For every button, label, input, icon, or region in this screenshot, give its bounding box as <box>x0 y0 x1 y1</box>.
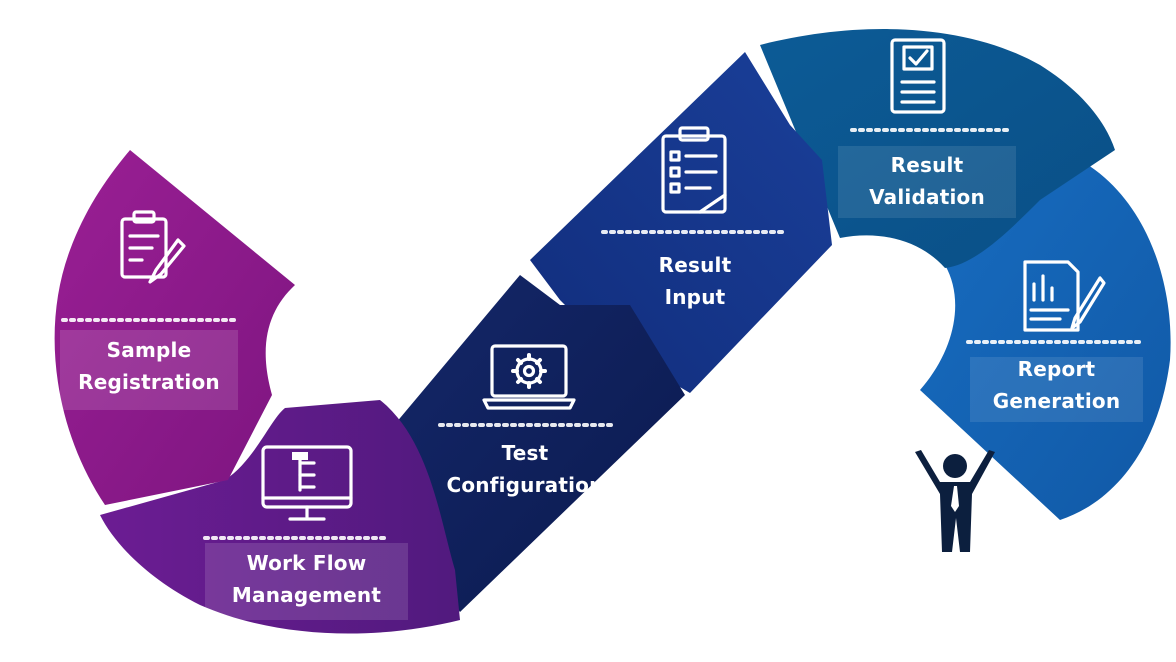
segment-result-validation <box>760 29 1115 269</box>
label-line1: Test <box>501 441 549 465</box>
label-line1: Result <box>890 153 964 177</box>
laptop-gear-icon <box>482 344 576 410</box>
report-chart-icon <box>1023 260 1106 332</box>
label-backdrop-result-validation <box>838 146 1016 218</box>
label-line2: Generation <box>992 389 1121 413</box>
label-backdrop-work-flow-management <box>205 543 408 620</box>
label-line1: Report <box>1017 357 1096 381</box>
label-result-input: Result Input <box>615 249 775 313</box>
label-line2: Registration <box>78 370 220 394</box>
label-line1: Work Flow <box>246 551 367 575</box>
checked-document-icon <box>890 38 946 114</box>
monitor-workflow-icon <box>261 445 353 521</box>
label-line2: Management <box>231 583 382 607</box>
label-line2: Configuration <box>446 473 604 497</box>
label-result-validation: Result Validation <box>838 149 1016 213</box>
label-line2: Input <box>664 285 726 309</box>
label-backdrop-report-generation <box>970 357 1143 422</box>
label-sample-registration: Sample Registration <box>60 334 238 398</box>
checklist-clipboard-icon <box>661 126 727 214</box>
label-report-generation: Report Generation <box>970 353 1143 417</box>
label-line2: Validation <box>869 185 985 209</box>
label-line1: Result <box>658 253 732 277</box>
segment-sample-registration <box>54 150 295 505</box>
clipboard-pen-icon <box>120 210 186 284</box>
segment-test-configuration <box>390 275 685 612</box>
segment-work-flow-management <box>100 400 460 634</box>
person-arms-raised-icon <box>915 450 995 552</box>
label-work-flow-management: Work Flow Management <box>205 547 408 611</box>
label-line1: Sample <box>106 338 192 362</box>
label-backdrop-sample-registration <box>60 330 238 410</box>
label-test-configuration: Test Configuration <box>425 437 625 501</box>
